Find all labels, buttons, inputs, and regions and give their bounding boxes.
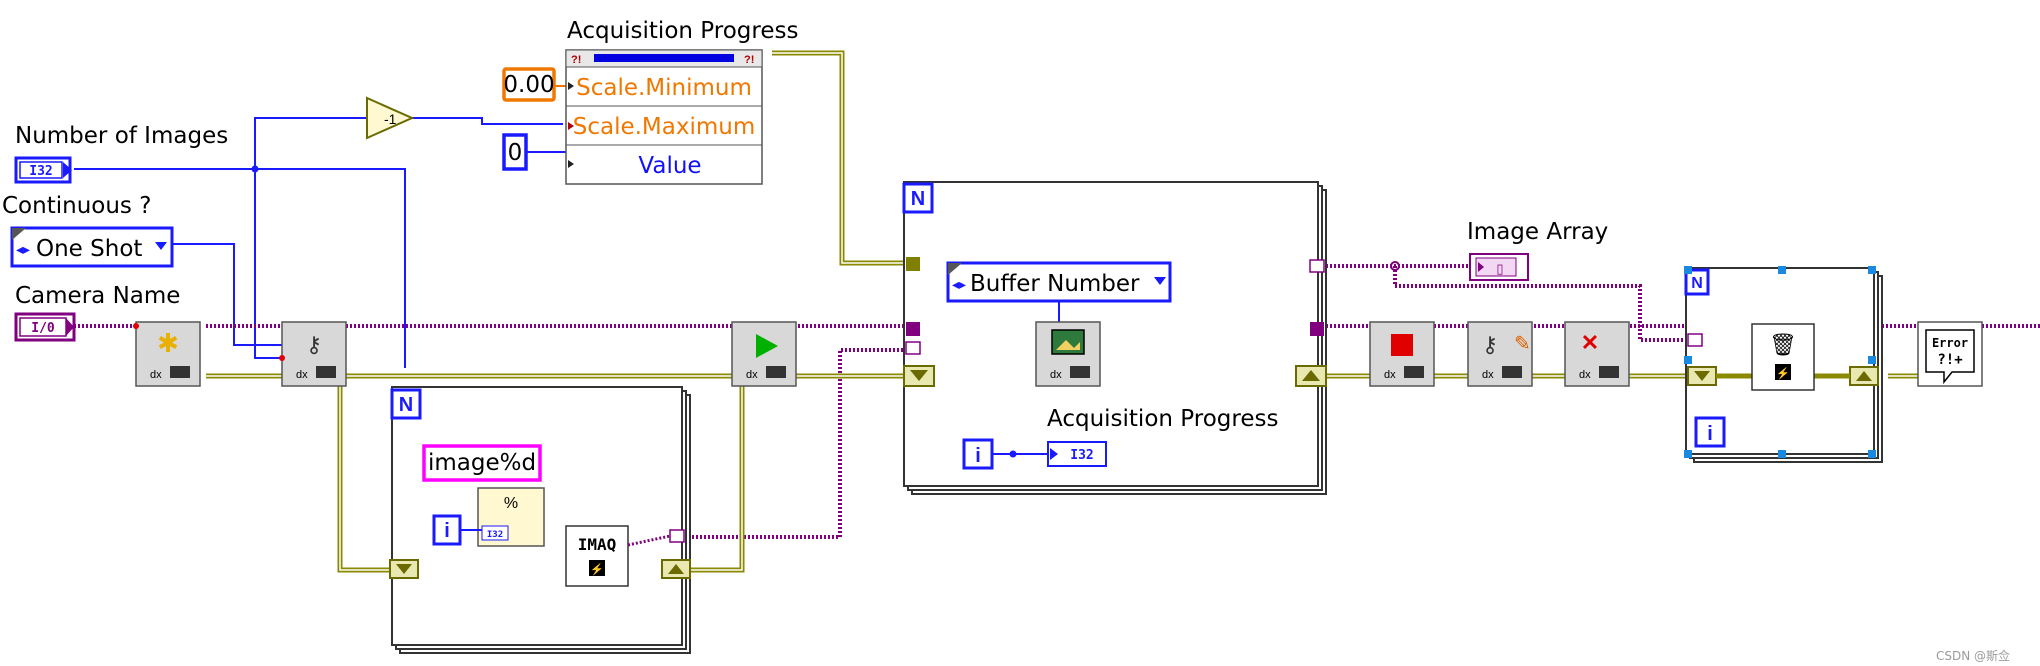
- start-acquisition-vi[interactable]: dx: [731, 321, 797, 387]
- svg-text:N: N: [1691, 275, 1703, 292]
- format-string-constant[interactable]: [422, 444, 542, 482]
- dropdown-arrow-icon: [1154, 277, 1166, 285]
- continuous-value: One Shot: [36, 236, 142, 262]
- array-tunnel: [669, 529, 685, 543]
- svg-text:image%d: image%d: [428, 450, 536, 476]
- image-array-label: Image Array: [1467, 219, 1608, 245]
- ref-tunnel-in: [906, 322, 920, 336]
- svg-text:◂▸: ◂▸: [952, 276, 966, 292]
- acquisition-progress-inner-label: Acquisition Progress: [1047, 406, 1278, 432]
- loop-count-terminal: N: [399, 394, 413, 416]
- decrement-node[interactable]: -1: [366, 96, 415, 140]
- property-row-value: Value: [638, 153, 701, 179]
- dropdown-arrow-icon: [155, 242, 167, 250]
- svg-text:Error: Error: [1932, 336, 1968, 350]
- number-of-images-terminal: I32: [29, 164, 52, 179]
- svg-text:0.00: 0.00: [503, 72, 554, 98]
- error-tunnel-in: [906, 257, 920, 271]
- property-row-scale-min: Scale.Minimum: [576, 75, 752, 101]
- stop-acquisition-vi[interactable]: dx: [1369, 321, 1435, 387]
- svg-text:⚡: ⚡: [1776, 367, 1790, 380]
- svg-text:dx: dx: [1482, 369, 1494, 381]
- continuous-label: Continuous ?: [2, 193, 151, 219]
- format-icon: %: [504, 495, 518, 512]
- svg-text:i: i: [1707, 423, 1713, 445]
- continuous-control[interactable]: Continuous ? ◂▸ One Shot: [2, 193, 174, 268]
- acquisition-progress-top-label: Acquisition Progress: [567, 18, 798, 44]
- unconfigure-vi[interactable]: ⚷ ✎ dx: [1467, 321, 1533, 387]
- svg-text:dx: dx: [1050, 369, 1062, 381]
- camera-name-label: Camera Name: [15, 283, 180, 309]
- property-node-error-in: ?!: [571, 54, 581, 66]
- number-of-images-label: Number of Images: [15, 123, 228, 149]
- svg-text:I32: I32: [1070, 448, 1093, 463]
- loop-iteration-terminal: [432, 514, 462, 546]
- camera-name-control[interactable]: Camera Name I/0: [14, 283, 180, 342]
- scale-max-constant[interactable]: 0: [502, 133, 528, 171]
- play-icon: [756, 334, 778, 358]
- wrench-icon: ⚷: [1482, 332, 1498, 357]
- speech-bubble-icon: [1925, 329, 1975, 385]
- error-handler-vi[interactable]: Error ?!+: [1917, 321, 1983, 387]
- ref-tunnel-out: [1310, 322, 1324, 336]
- for-loop-3[interactable]: N 🗑 ⚡ i: [1684, 266, 1883, 463]
- property-node[interactable]: ?! ?! Scale.Minimum Scale.Maximum Value: [565, 49, 763, 185]
- enum-arrows-icon: ◂▸: [16, 241, 30, 257]
- svg-text:⚡: ⚡: [590, 563, 604, 576]
- svg-text:?!+: ?!+: [1937, 352, 1962, 368]
- stop-icon: [1391, 334, 1413, 356]
- array-tunnel-in-3: [1687, 333, 1703, 347]
- svg-text:I32: I32: [487, 530, 503, 540]
- svg-text:IMAQ: IMAQ: [578, 535, 617, 554]
- svg-text:0: 0: [508, 140, 523, 166]
- image-ref-icon: ▯: [1496, 261, 1503, 276]
- configure-vi[interactable]: ⚷ dx: [281, 321, 347, 387]
- property-node-error-out: ?!: [744, 54, 754, 66]
- svg-text:i: i: [444, 520, 450, 542]
- watermark: CSDN @斯佥: [1936, 648, 2010, 663]
- create-session-vi[interactable]: ✱ dx: [135, 321, 201, 387]
- eraser-icon: ✎: [1514, 333, 1531, 355]
- svg-text:N: N: [911, 188, 925, 210]
- svg-text:dx: dx: [296, 369, 308, 381]
- trash-icon: 🗑: [1769, 332, 1797, 357]
- svg-text:-1: -1: [384, 111, 397, 127]
- for-loop-2[interactable]: N ◂▸ Buffer Number dx i Acquisition Prog…: [902, 181, 1327, 495]
- scale-min-constant[interactable]: 0.00: [502, 67, 556, 102]
- array-tunnel-out: [1309, 259, 1325, 273]
- svg-text:dx: dx: [1384, 369, 1396, 381]
- progress-bar-icon: [594, 54, 734, 62]
- close-session-vi[interactable]: ✕ dx: [1564, 321, 1630, 387]
- number-of-images-control[interactable]: Number of Images I32: [14, 123, 228, 184]
- wrench-icon: ⚷: [306, 332, 322, 357]
- svg-text:i: i: [975, 445, 981, 467]
- svg-text:dx: dx: [1579, 369, 1591, 381]
- loop-iteration-terminal-2: [962, 438, 994, 470]
- array-tunnel-in: [905, 341, 921, 355]
- svg-text:dx: dx: [150, 369, 162, 381]
- svg-text:dx: dx: [746, 369, 758, 381]
- new-star-icon: ✱: [157, 328, 179, 358]
- buffer-number-enum[interactable]: [946, 261, 1172, 303]
- svg-text:Buffer Number: Buffer Number: [970, 271, 1140, 297]
- property-row-scale-max: Scale.Maximum: [573, 114, 756, 140]
- loop-iteration-terminal-3: [1694, 416, 1726, 448]
- image-array-indicator[interactable]: Image Array ▯: [1467, 219, 1608, 281]
- camera-name-terminal: I/0: [31, 321, 55, 336]
- close-icon: ✕: [1581, 330, 1599, 355]
- for-loop-1[interactable]: N image%d % I32 i IMAQ ⚡: [389, 386, 691, 654]
